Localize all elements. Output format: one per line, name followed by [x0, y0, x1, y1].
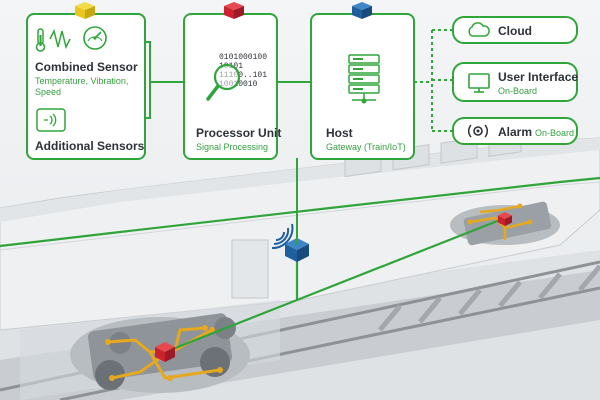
combined-sensor-box: Combined Sensor Temperature, Vibration, … [26, 13, 146, 160]
combined-sensor-title: Combined Sensor [35, 60, 138, 74]
processor-cube-rear [498, 212, 512, 226]
processor-unit-title: Processor Unit [196, 126, 282, 140]
gauge-icon [83, 26, 107, 50]
server-rack-icon [348, 54, 380, 104]
host-cube [352, 2, 372, 19]
combined-sensor-subtitle: Temperature, Vibration, Speed [35, 76, 129, 97]
binary-line: 0101000100 [219, 53, 268, 62]
processor-cube-front [155, 342, 175, 362]
alarm-subtitle: On-Board [535, 128, 575, 138]
user-interface-subtitle: On-Board [498, 86, 538, 96]
monitor-icon [468, 73, 490, 93]
cloud-icon [468, 22, 490, 37]
binary-line: 11100..101 [219, 71, 268, 80]
sensor-cube [75, 2, 95, 19]
wifi-icon [271, 223, 294, 250]
cloud-box: Cloud [452, 16, 578, 44]
processor-unit-box: 0101000100 10101 11100..101 10010010 Pro… [183, 13, 282, 160]
host-title: Host [326, 126, 353, 140]
processor-cube [224, 2, 244, 19]
alarm-icon [467, 124, 489, 138]
host-box: Host Gateway (Train/IoT) [310, 13, 415, 160]
user-interface-box: User Interface On-Board [452, 62, 578, 102]
thermometer-icon [35, 28, 46, 52]
magnifier-icon [206, 63, 241, 101]
additional-sensors-title: Additional Sensors [35, 139, 145, 153]
spring-icon [49, 28, 71, 50]
cloud-title: Cloud [498, 24, 532, 38]
processor-unit-subtitle: Signal Processing [196, 142, 269, 152]
user-interface-title: User Interface [498, 70, 579, 84]
binary-line: 10010010 [219, 80, 258, 89]
sensor-chip-icon [36, 108, 66, 132]
host-subtitle: Gateway (Train/IoT) [326, 142, 406, 152]
alarm-label: Alarm [498, 125, 533, 139]
front-bogie [70, 313, 250, 393]
